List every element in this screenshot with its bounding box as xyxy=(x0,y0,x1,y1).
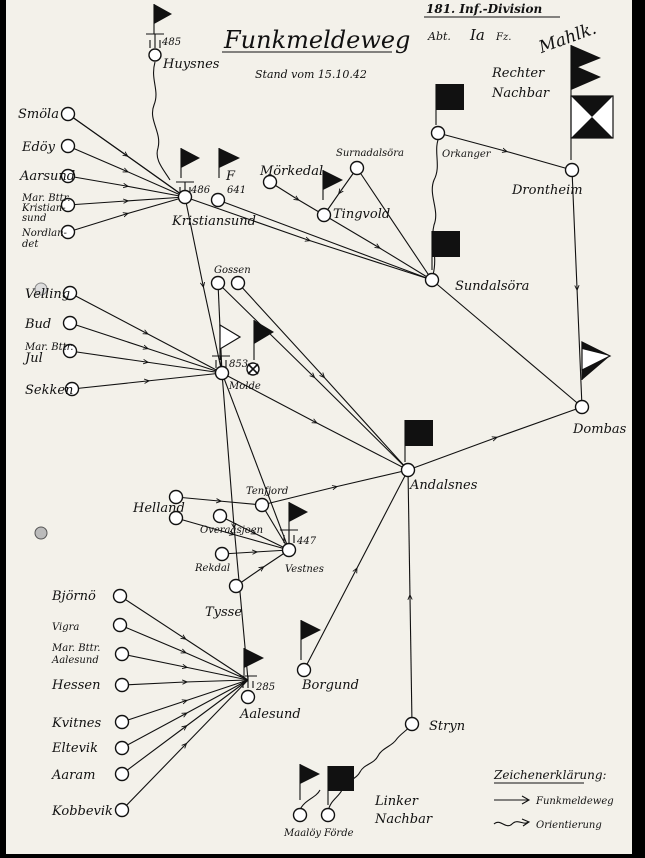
label-kvitnes: Kvitnes xyxy=(51,716,102,731)
stamp-ia: Ia xyxy=(469,26,485,44)
flag-symbols xyxy=(153,4,614,805)
right-neighbour-label: Nachbar xyxy=(491,86,550,101)
code-f: F xyxy=(225,169,236,184)
label-eltevik: Eltevik xyxy=(51,741,98,756)
connection-lines xyxy=(67,113,583,811)
code-853: 853 xyxy=(229,359,248,370)
label-stryn: Stryn xyxy=(429,719,465,734)
division-stamp: 181. Inf.-Division xyxy=(426,2,542,16)
label-drontheim: Drontheim xyxy=(511,183,583,198)
left-neighbour-label: Linker xyxy=(374,794,419,809)
code-641: 641 xyxy=(227,185,246,196)
label-forde: Förde xyxy=(323,828,354,839)
label-vigra: Vigra xyxy=(52,622,79,633)
label-tingvold: Tingvold xyxy=(333,207,390,222)
label-tenfjord: Tenfjord xyxy=(246,486,288,497)
code-285: 285 xyxy=(255,682,275,693)
punch-hole xyxy=(34,526,48,540)
label-orkanger: Orkanger xyxy=(442,149,492,160)
label-smola: Smöla xyxy=(18,107,59,122)
label-sekken: Sekken xyxy=(25,383,73,398)
label-tysse: Tysse xyxy=(205,605,242,620)
legend-item-orientierung: Orientierung xyxy=(536,820,602,831)
punch-hole xyxy=(34,282,48,296)
label-kobbevik: Kobbevik xyxy=(51,804,113,819)
label-velling: Velling xyxy=(25,287,70,302)
label-mar-jul: Mar. Bttr. xyxy=(24,342,74,353)
label-dombas: Dombas xyxy=(572,422,627,437)
legend: Zeichenerklärung: Funkmeldeweg Orientier… xyxy=(493,768,614,831)
diagram-title: Funkmeldeweg xyxy=(223,26,410,54)
label-andalsnes: Andalsnes xyxy=(409,478,478,493)
label-maaloy: Maalöy xyxy=(283,828,321,839)
label-bjorno: Björnö xyxy=(51,589,96,604)
left-neighbour-label: Nachbar xyxy=(374,812,433,827)
scan-edge xyxy=(632,0,645,854)
label-kristiansund: Kristiansund xyxy=(171,214,256,229)
legend-title: Zeichenerklärung: xyxy=(493,768,607,782)
label-morkedal: Mörkedal xyxy=(259,164,323,179)
diagram-subtitle: Stand vom 15.10.42 xyxy=(255,68,367,81)
station-nodes xyxy=(60,48,590,823)
label-vestnes: Vestnes xyxy=(285,564,324,575)
label-aalesund: Aalesund xyxy=(239,707,301,722)
label-nordlandet: Nordlan- xyxy=(21,228,68,239)
code-486: 486 xyxy=(190,185,211,196)
label-mar-kristiansund: sund xyxy=(22,213,46,224)
code-485: 485 xyxy=(161,37,181,48)
label-molde: Molde xyxy=(228,381,261,392)
label-aarsund: Aarsund xyxy=(19,169,75,184)
label-edoy: Edöy xyxy=(21,140,56,155)
label-mar-kristiansund: Kristian- xyxy=(21,203,66,214)
stamp-abt: Abt. xyxy=(427,30,451,43)
label-nordlandet: det xyxy=(22,239,39,250)
label-mar-kristiansund: Mar. Bttr. xyxy=(21,193,71,204)
legend-item-funkmeldeweg: Funkmeldeweg xyxy=(535,796,614,807)
label-bud: Bud xyxy=(24,317,51,332)
right-neighbour-label: Rechter xyxy=(491,66,545,81)
label-rekdal: Rekdal xyxy=(194,563,230,574)
label-mar-jul: Jul xyxy=(22,351,43,366)
label-helland: Helland xyxy=(132,501,185,516)
label-aaram: Aaram xyxy=(51,768,95,783)
paper-background xyxy=(6,0,632,854)
label-borgund: Borgund xyxy=(301,678,359,693)
label-mar-aalesund: Aalesund xyxy=(51,655,99,666)
label-huysnes: Huysnes xyxy=(162,57,220,72)
code-447: 447 xyxy=(296,536,317,547)
label-surnadalsora: Surnadalsöra xyxy=(336,148,404,159)
label-overaasjoen: Overaasjoen xyxy=(200,525,263,536)
label-gossen: Gossen xyxy=(214,265,251,276)
label-sundalsora: Sundalsöra xyxy=(455,279,529,294)
stamp-fz: Fz. xyxy=(495,32,511,43)
label-hessen: Hessen xyxy=(51,678,100,693)
label-mar-aalesund: Mar. Bttr. xyxy=(51,643,101,654)
